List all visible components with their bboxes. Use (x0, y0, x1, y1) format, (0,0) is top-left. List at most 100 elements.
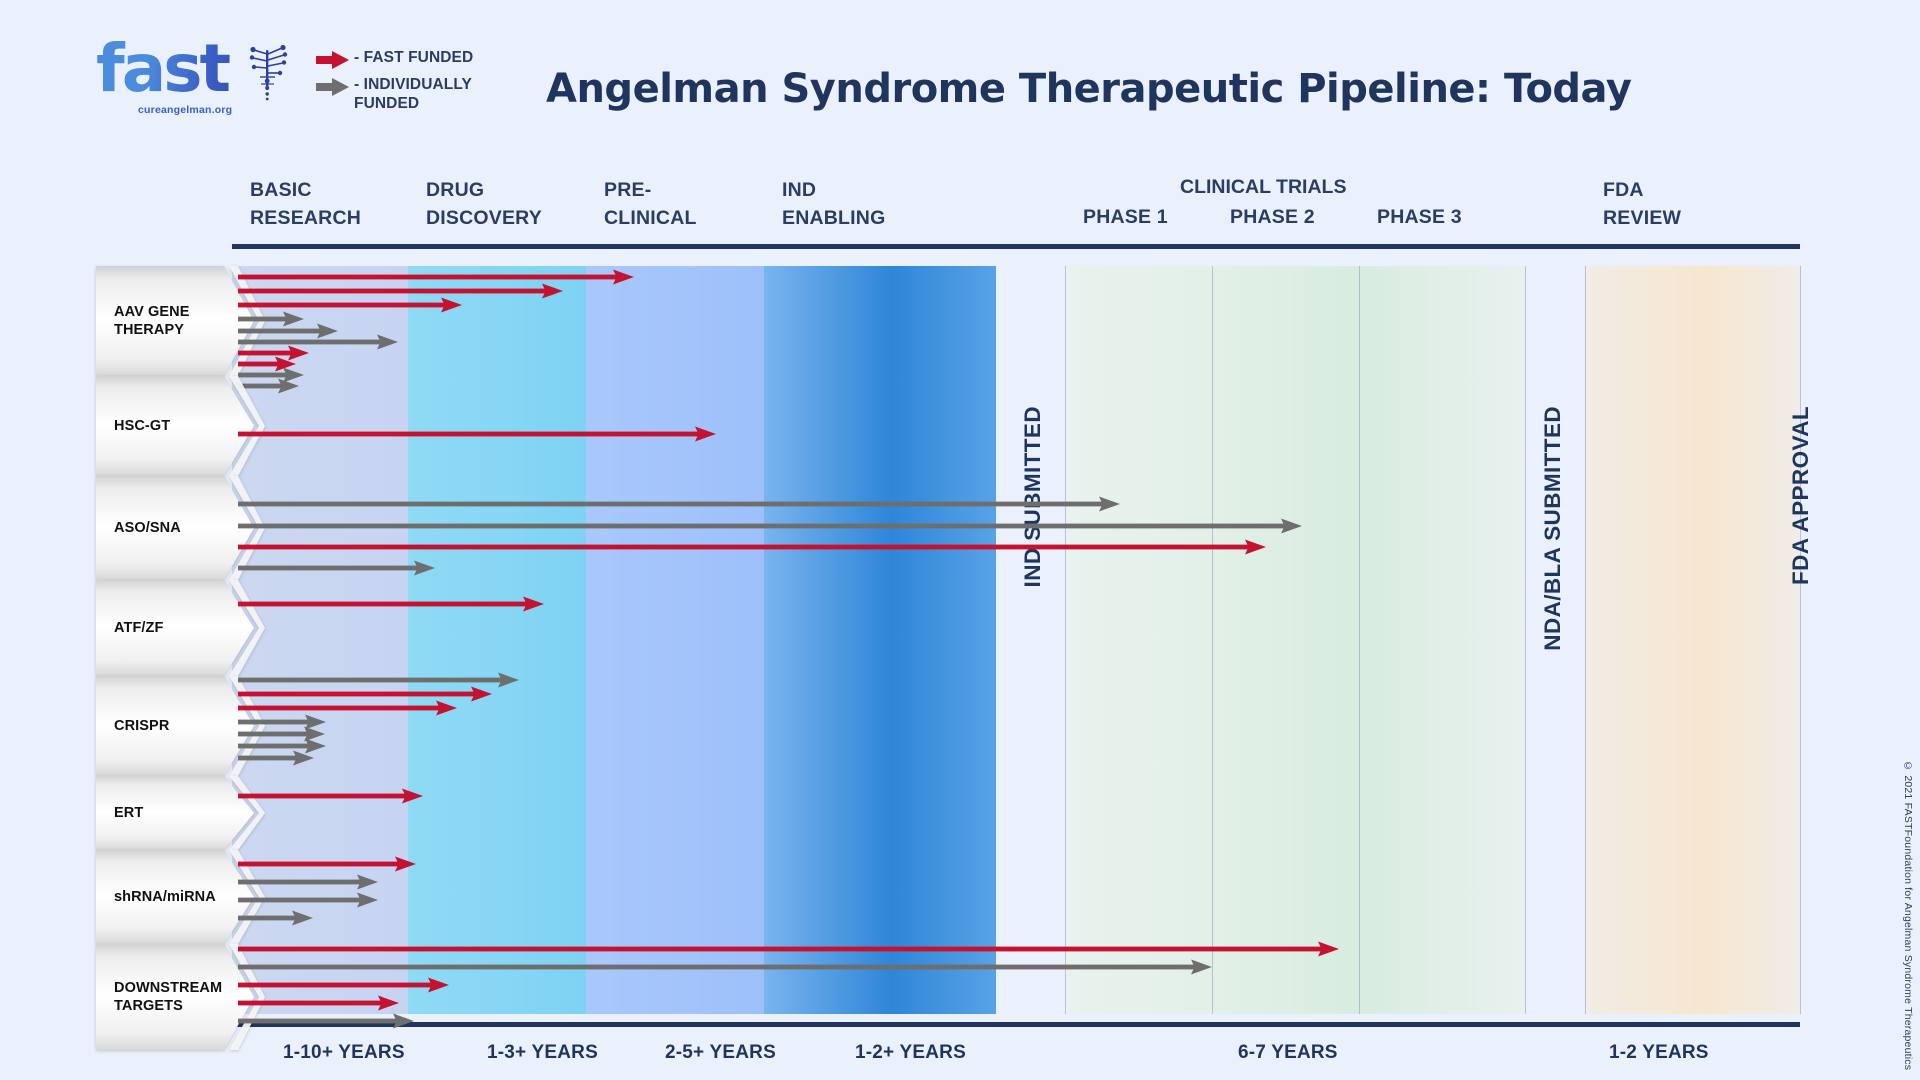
pipeline-arrow-aav-gene-therapy-8-gray (238, 367, 306, 383)
arrow-glyph (238, 700, 457, 716)
pipeline-arrow-crispr-0-gray (238, 672, 521, 688)
page-title: Angelman Syndrome Therapeutic Pipeline: … (546, 66, 1632, 112)
arrow-glyph (238, 686, 492, 702)
logo-wordmark: fast (96, 36, 276, 102)
stage-band-3 (764, 266, 996, 1014)
stage-band-9 (1585, 266, 1800, 1014)
duration-label-1-2-years: 1-2 YEARS (1609, 1042, 1709, 1063)
pipeline-arrow-aso-sna-2-red (238, 539, 1268, 555)
pipeline-arrow-crispr-3-gray (238, 714, 328, 730)
arrow-glyph (238, 297, 462, 313)
arrow-glyph (238, 356, 296, 372)
pipeline-arrow-crispr-1-red (238, 686, 494, 702)
stage-band-2 (586, 266, 764, 1014)
row-tab-shrna-mirna[interactable]: shRNA/miRNA (96, 850, 265, 944)
arrow-glyph (238, 323, 338, 339)
arrow-glyph (238, 726, 325, 742)
pipeline-arrow-crispr-2-red (238, 700, 459, 716)
legend-label-fast-funded: - FAST FUNDED (354, 49, 474, 66)
arrow-glyph (238, 738, 326, 754)
legend-item-individually-funded: - INDIVIDUALLY FUNDED (316, 75, 526, 113)
arrow-glyph (238, 283, 563, 299)
dna-sprout-icon (249, 44, 288, 101)
arrow-glyph (238, 959, 1212, 975)
band-divider-2 (1359, 266, 1360, 1014)
row-tab-shape (96, 776, 265, 850)
duration-label-1-3-years: 1-3+ YEARS (487, 1042, 598, 1063)
row-tab-aav-gene-therapy[interactable]: AAV GENE THERAPY (96, 266, 265, 376)
row-tab-hsc-gt[interactable]: HSC-GT (96, 376, 265, 476)
duration-label-1-2-years: 1-2+ YEARS (855, 1042, 966, 1063)
row-tab-aso-sna[interactable]: ASO/SNA (96, 476, 265, 580)
pipeline-arrow-downstream-targets-1-gray (238, 959, 1214, 975)
arrow-glyph (238, 378, 299, 394)
pipeline-arrow-shrna-mirna-1-gray (238, 874, 380, 890)
row-label-aav-gene-therapy: AAV GENE THERAPY (114, 304, 190, 338)
pipeline-arrow-aso-sna-0-gray (238, 496, 1122, 512)
arrow-glyph (238, 910, 313, 926)
pipeline-arrow-shrna-mirna-3-gray (238, 910, 315, 926)
pipeline-arrow-aav-gene-therapy-3-gray (238, 311, 306, 327)
band-divider-0 (1065, 266, 1066, 1014)
pipeline-arrow-aav-gene-therapy-2-red (238, 297, 464, 313)
arrow-glyph (238, 1013, 414, 1029)
row-label-crispr: CRISPR (114, 718, 170, 734)
column-header-drug-discovery: DRUG DISCOVERY (426, 179, 542, 229)
arrow-glyph (238, 334, 398, 350)
arrow-glyph (238, 856, 416, 872)
legend: - FAST FUNDED - INDIVIDUALLY FUNDED (316, 48, 526, 117)
arrow-glyph (238, 714, 326, 730)
row-tab-ert[interactable]: ERT (96, 776, 265, 850)
pipeline-arrow-shrna-mirna-0-red (238, 856, 418, 872)
row-tab-shape (96, 850, 265, 944)
pipeline-arrow-atf-zf-0-red (238, 596, 546, 612)
stage-band-1 (408, 266, 586, 1014)
stage-band-8 (1525, 266, 1585, 1014)
column-header-ind-enabling: IND ENABLING (782, 179, 886, 229)
column-header-pre-clinical: PRE- CLINICAL (604, 179, 697, 229)
row-label-shrna-mirna: shRNA/miRNA (114, 889, 216, 905)
pipeline-arrow-crispr-6-gray (238, 750, 316, 766)
stage-band-4 (996, 266, 1065, 1014)
row-label-ert: ERT (114, 805, 144, 821)
pipeline-arrow-downstream-targets-4-gray (238, 1013, 416, 1029)
pipeline-arrow-aav-gene-therapy-0-red (238, 269, 636, 285)
column-header-phase-3: PHASE 3 (1377, 206, 1462, 228)
arrow-glyph (238, 995, 399, 1011)
arrow-glyph (238, 539, 1266, 555)
red-arrow-icon (316, 51, 349, 69)
arrow-glyph (238, 892, 378, 908)
row-tab-shape (96, 376, 265, 476)
arrow-glyph (238, 672, 519, 688)
stage-band-5 (1065, 266, 1212, 1014)
duration-label-2-5-years: 2-5+ YEARS (665, 1042, 776, 1063)
pipeline-arrow-aav-gene-therapy-4-gray (238, 323, 340, 339)
row-label-atf-zf: ATF/ZF (114, 620, 164, 636)
column-header-basic-research: BASIC RESEARCH (250, 179, 362, 229)
pipeline-arrow-crispr-4-gray (238, 726, 327, 742)
fast-logo: fast cureangelman.org (96, 36, 288, 122)
pipeline-arrow-downstream-targets-0-red (238, 941, 1341, 957)
arrow-glyph (238, 596, 544, 612)
row-label-hsc-gt: HSC-GT (114, 418, 171, 434)
arrow-glyph (238, 367, 304, 383)
copyright-text: © 2021 FASTFoundation for Angelman Syndr… (1902, 760, 1914, 1071)
logo-tagline: cureangelman.org (138, 104, 233, 116)
column-group-clinical-trials: CLINICAL TRIALS (1180, 176, 1347, 198)
arrow-glyph (238, 345, 309, 361)
duration-label-1-10-years: 1-10+ YEARS (283, 1042, 405, 1063)
milestone-label-fda-approval: FDA APPROVAL (1788, 406, 1813, 585)
pipeline-arrow-aav-gene-therapy-1-red (238, 283, 565, 299)
milestone-label-nda-bla-submitted: NDA/BLA SUBMITTED (1540, 406, 1565, 651)
band-divider-4 (1585, 266, 1586, 1014)
column-header-fda-review: FDA REVIEW (1603, 179, 1682, 229)
arrow-glyph (238, 311, 304, 327)
pipeline-arrow-ert-0-red (238, 788, 425, 804)
legend-label-individually-funded: - INDIVIDUALLY FUNDED (354, 76, 472, 112)
column-header-phase-2: PHASE 2 (1230, 206, 1315, 228)
row-tab-atf-zf[interactable]: ATF/ZF (96, 580, 265, 676)
pipeline-arrow-downstream-targets-3-red (238, 995, 401, 1011)
pipeline-arrow-aav-gene-therapy-7-red (238, 356, 298, 372)
